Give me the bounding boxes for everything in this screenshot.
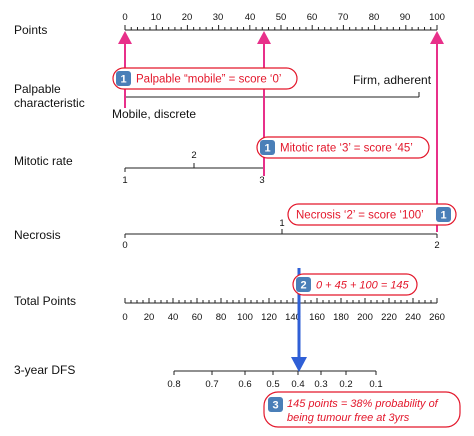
total-minor-ticks <box>124 298 438 303</box>
callout-palpable-num: 1 <box>120 74 126 86</box>
arrow-head-up-icon <box>430 31 444 44</box>
step-badge-icon <box>116 71 131 86</box>
total-tick-120: 120 <box>261 312 277 323</box>
points-scale: 0 10 20 30 40 50 60 70 80 90 100 <box>122 12 445 31</box>
points-minor-ticks <box>124 25 438 30</box>
points-tick-60: 60 <box>307 12 318 23</box>
arrow-head-up-icon <box>118 31 132 44</box>
dfs-tick-0.7: 0.7 <box>205 379 218 390</box>
total-tick-240: 240 <box>405 312 421 323</box>
step-badge-icon <box>268 397 283 412</box>
callout-sum: 2 0 + 45 + 100 = 145 <box>292 273 418 296</box>
arrow-head-down-icon <box>291 357 307 372</box>
mitotic-scale: 1 2 3 <box>122 150 264 186</box>
total-tick-180: 180 <box>333 312 349 323</box>
points-tick-10: 10 <box>151 12 162 23</box>
callout-palpable-box <box>112 67 298 90</box>
callout-mitotic-box <box>256 136 430 159</box>
mitotic-tick-2: 2 <box>191 150 196 161</box>
dfs-tick-0.3: 0.3 <box>314 379 327 390</box>
points-tick-40: 40 <box>245 12 256 23</box>
dfs-tick-0.4: 0.4 <box>291 379 304 390</box>
necrosis-row-label: Necrosis <box>14 228 61 242</box>
points-tick-50: 50 <box>276 12 287 23</box>
dfs-scale: 0.8 0.7 0.6 0.5 0.4 0.3 0.2 0.1 <box>167 370 383 390</box>
total-tick-0: 0 <box>122 312 127 323</box>
points-row-label: Points <box>14 23 47 37</box>
total-tick-20: 20 <box>144 312 155 323</box>
total-tick-40: 40 <box>168 312 179 323</box>
necrosis-scale: 0 1 2 <box>122 218 439 251</box>
points-tick-100: 100 <box>429 12 445 23</box>
total-tick-160: 160 <box>309 312 325 323</box>
total-tick-200: 200 <box>357 312 373 323</box>
callout-necrosis: Necrosis ‘2’ = score ‘100’ 1 <box>287 203 457 226</box>
callout-probability-num: 3 <box>272 400 278 412</box>
callout-necrosis-box <box>287 203 457 226</box>
palpable-right-label: Firm, adherent <box>353 73 432 87</box>
total-tick-140: 140 <box>285 312 301 323</box>
mitotic-tick-3: 3 <box>259 175 264 186</box>
points-tick-90: 90 <box>400 12 411 23</box>
arrow-head-up-icon <box>257 31 271 44</box>
pink-arrows <box>118 31 444 232</box>
palpable-left-label: Mobile, discrete <box>112 107 196 121</box>
dfs-tick-0.6: 0.6 <box>238 379 251 390</box>
points-tick-30: 30 <box>213 12 224 23</box>
dfs-tick-0.5: 0.5 <box>266 379 279 390</box>
palpable-row-label-1: Palpable <box>14 82 61 96</box>
mitotic-tick-1: 1 <box>122 175 127 186</box>
points-tick-labels: 0 10 20 30 40 50 60 70 80 90 100 <box>122 12 445 23</box>
total-tick-260: 260 <box>429 312 445 323</box>
callout-mitotic-num: 1 <box>264 143 270 155</box>
total-tick-60: 60 <box>192 312 203 323</box>
callout-probability: 3 145 points = 38% probability of being … <box>263 391 461 428</box>
callout-palpable: 1 Palpable “mobile” = score ‘0’ <box>112 67 298 90</box>
total-tick-labels: 0 20 40 60 80 100 120 140 160 180 200 22… <box>122 312 445 323</box>
necrosis-tick-2: 2 <box>434 240 439 251</box>
dfs-tick-0.1: 0.1 <box>369 379 382 390</box>
callout-sum-box <box>292 273 418 296</box>
total-points-scale: 0 20 40 60 80 100 120 140 160 180 200 22… <box>122 298 445 323</box>
dfs-tick-0.2: 0.2 <box>339 379 352 390</box>
palpable-scale: Mobile, discrete Firm, adherent <box>112 73 432 121</box>
callout-probability-box <box>263 391 461 428</box>
points-tick-70: 70 <box>338 12 349 23</box>
total-tick-100: 100 <box>237 312 253 323</box>
callout-sum-text: 0 + 45 + 100 = 145 <box>316 280 410 292</box>
total-points-row-label: Total Points <box>14 294 76 308</box>
points-tick-80: 80 <box>369 12 380 23</box>
callout-necrosis-num: 1 <box>440 210 446 222</box>
callout-probability-line1: 145 points = 38% probability of <box>287 398 439 410</box>
points-tick-20: 20 <box>182 12 193 23</box>
callout-palpable-text: Palpable “mobile” = score ‘0’ <box>136 74 281 86</box>
dfs-tick-0.8: 0.8 <box>167 379 180 390</box>
dfs-row-label: 3-year DFS <box>14 363 75 377</box>
step-badge-icon <box>260 140 275 155</box>
callout-sum-num: 2 <box>300 280 306 292</box>
callout-probability-line2: being tumour free at 3yrs <box>287 412 410 424</box>
callout-mitotic-text: Mitotic rate ‘3’ = score ‘45’ <box>280 143 413 155</box>
step-badge-icon <box>296 277 311 292</box>
callout-mitotic: 1 Mitotic rate ‘3’ = score ‘45’ <box>256 136 430 159</box>
total-tick-220: 220 <box>381 312 397 323</box>
necrosis-tick-1: 1 <box>279 218 284 229</box>
callout-necrosis-text: Necrosis ‘2’ = score ‘100’ <box>296 210 424 222</box>
total-tick-80: 80 <box>216 312 227 323</box>
points-tick-0: 0 <box>122 12 127 23</box>
palpable-row-label-2: characteristic <box>14 96 85 110</box>
mitotic-row-label: Mitotic rate <box>14 154 73 168</box>
step-badge-icon <box>436 207 451 222</box>
necrosis-tick-0: 0 <box>122 240 127 251</box>
